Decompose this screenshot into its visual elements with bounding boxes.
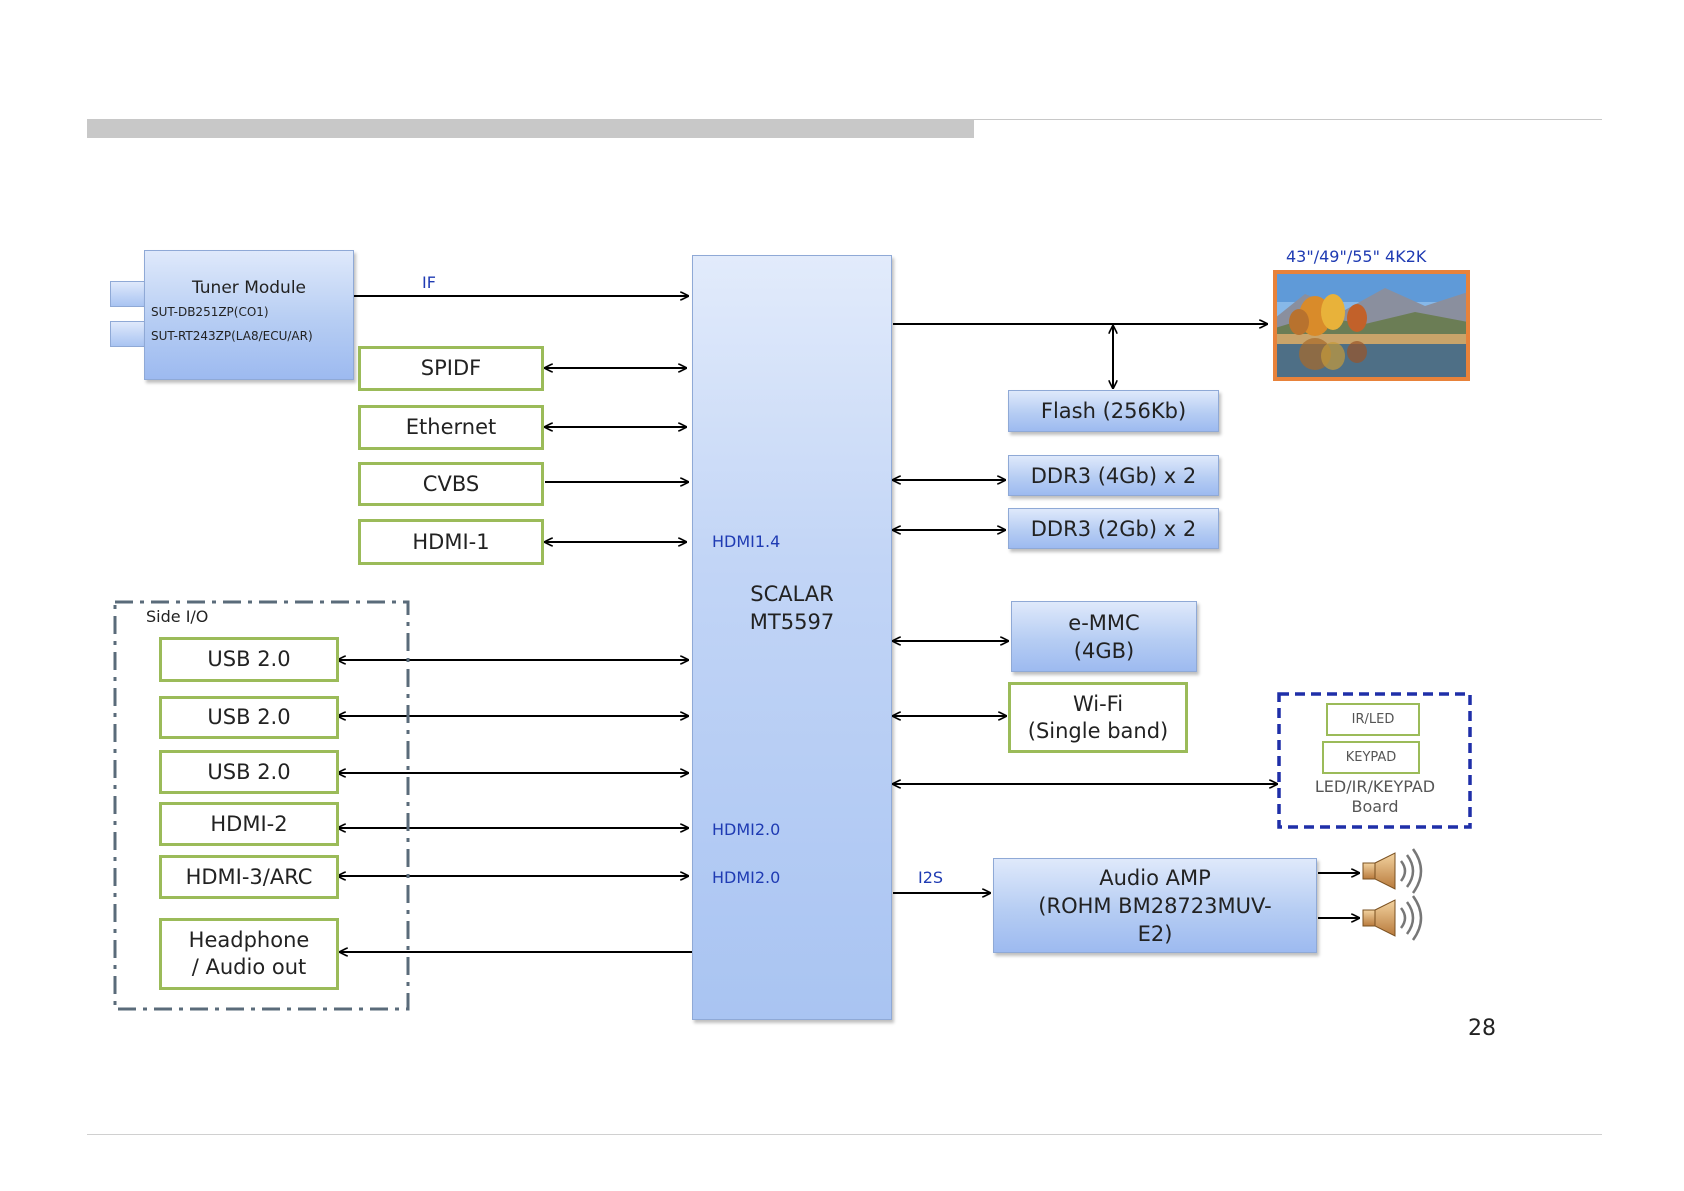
if-label: IF — [422, 273, 436, 292]
headphone-box: Headphone / Audio out — [159, 918, 339, 990]
scalar-label: SCALAR MT5597 — [692, 580, 892, 636]
tuner-model-1: SUT-DB251ZP(CO1) — [151, 305, 269, 319]
scalar-chip — [692, 255, 892, 1020]
hdmi3-box: HDMI-3/ARC — [159, 855, 339, 899]
flash-box: Flash (256Kb) — [1008, 390, 1219, 432]
i2s-label: I2S — [918, 868, 944, 887]
page-number: 28 — [1468, 1016, 1496, 1041]
panel-label: 43"/49"/55" 4K2K — [1286, 247, 1427, 266]
keypad-box: KEYPAD — [1322, 741, 1420, 774]
audio-amp-box: Audio AMP (ROHM BM28723MUV- E2) — [993, 858, 1317, 953]
hdmi2-box: HDMI-2 — [159, 802, 339, 846]
ethernet-box: Ethernet — [358, 405, 544, 450]
tuner-module: Tuner Module SUT-DB251ZP(CO1) SUT-RT243Z… — [144, 250, 354, 380]
hdmi1-box: HDMI-1 — [358, 519, 544, 565]
ddr3-box-b: DDR3 (2Gb) x 2 — [1008, 508, 1219, 549]
side-io-frame — [113, 600, 410, 1011]
header-line — [974, 119, 1602, 120]
speaker-icon — [1362, 848, 1423, 894]
emmc-box: e-MMC (4GB) — [1011, 601, 1197, 672]
cvbs-box: CVBS — [358, 462, 544, 506]
hdmi14-label: HDMI1.4 — [712, 532, 781, 551]
scalar-line-1: SCALAR — [750, 582, 834, 606]
usb-box-2: USB 2.0 — [159, 696, 339, 739]
led-board-frame — [1277, 692, 1472, 829]
ddr3-box-a: DDR3 (4Gb) x 2 — [1008, 455, 1219, 496]
speaker-icon — [1362, 895, 1423, 941]
hdmi20-label-2: HDMI2.0 — [712, 868, 781, 887]
scalar-line-2: MT5597 — [749, 610, 835, 634]
tuner-connector-tab — [110, 281, 146, 307]
usb-box-3: USB 2.0 — [159, 750, 339, 794]
tuner-model-2: SUT-RT243ZP(LA8/ECU/AR) — [151, 329, 313, 343]
spidf-box: SPIDF — [358, 346, 544, 391]
header-bar — [87, 119, 974, 138]
wifi-box: Wi-Fi (Single band) — [1008, 682, 1188, 753]
tuner-title: Tuner Module — [191, 278, 307, 298]
footer-line — [87, 1134, 1602, 1135]
usb-box-1: USB 2.0 — [159, 637, 339, 682]
panel-image — [1273, 270, 1470, 381]
ir-led-box: IR/LED — [1326, 703, 1420, 736]
side-io-title: Side I/O — [146, 607, 209, 626]
hdmi20-label-1: HDMI2.0 — [712, 820, 781, 839]
tuner-connector-tab — [110, 321, 146, 347]
led-board-label: LED/IR/KEYPAD Board — [1314, 777, 1436, 816]
